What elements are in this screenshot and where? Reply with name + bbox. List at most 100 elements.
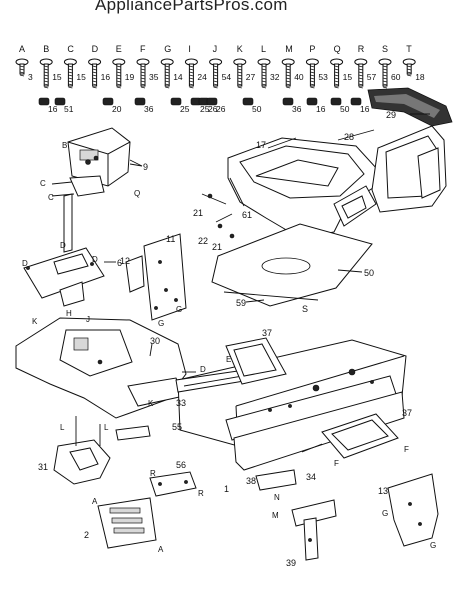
pin-R2: R: [198, 489, 204, 498]
callout-21a: 21: [193, 208, 203, 218]
thread-line: [140, 65, 146, 68]
hardware-letter-E: E: [116, 44, 122, 54]
callouts: 9 6 11 12 17 21 21 22 61 28 29 50 59 S 3…: [38, 110, 412, 568]
nut-icon: [330, 97, 342, 106]
nut-number: 26: [208, 104, 218, 114]
hardware-number-M: 40: [294, 72, 304, 82]
hardware-letter-J: J: [213, 44, 218, 54]
pin-J: J: [86, 315, 90, 324]
thread-line: [92, 68, 97, 71]
thread-line: [261, 71, 267, 74]
grille: [371, 125, 447, 213]
pin-N: N: [274, 493, 280, 502]
nut-icon: [282, 97, 294, 106]
thread-line: [140, 68, 146, 71]
thread-line: [189, 80, 194, 83]
thread-line: [165, 65, 170, 68]
thread-line: [140, 71, 146, 74]
thread-line: [237, 77, 242, 80]
hardware-number-R: 57: [367, 72, 377, 82]
hardware-letter-P: P: [309, 44, 315, 54]
nut-number: 50: [340, 104, 350, 114]
hardware-number-E: 19: [125, 72, 135, 82]
thread-line: [358, 86, 363, 89]
pin-E: E: [226, 355, 231, 364]
pin-F2: F: [404, 445, 409, 454]
callout-34: 34: [306, 472, 316, 482]
thread-line: [382, 86, 388, 89]
thread-line: [407, 68, 412, 71]
thread-line: [261, 77, 267, 80]
nut-number: 16: [360, 104, 370, 114]
thread-line: [261, 83, 267, 86]
callout-13: 13: [378, 486, 388, 496]
pin-K2: K: [148, 399, 154, 408]
callout-12: 12: [120, 256, 130, 266]
nut-number: 26: [216, 104, 226, 114]
thread-line: [44, 80, 49, 83]
thread-line: [261, 80, 267, 83]
thread-line: [19, 68, 25, 71]
thread-line: [213, 68, 218, 71]
bracket-55: [115, 425, 151, 441]
thread-line: [382, 71, 388, 74]
thread-line: [213, 83, 218, 86]
main-frame: [177, 339, 407, 471]
thread-line: [165, 83, 170, 86]
pin-K1: K: [32, 317, 38, 326]
thread-line: [140, 83, 146, 86]
thread-line: [116, 77, 121, 80]
thread-line: [261, 86, 267, 89]
thread-line: [44, 68, 49, 71]
leader-lines: [104, 113, 430, 453]
thread-line: [116, 65, 121, 68]
hardware-number-S: 60: [391, 72, 401, 82]
thread-line: [92, 74, 97, 77]
thread-line: [407, 74, 412, 77]
callout-37b: 37: [402, 408, 412, 418]
callout-1: 1: [224, 484, 229, 494]
thread-line: [213, 77, 218, 80]
bracket-13: [387, 473, 439, 547]
thread-line: [165, 74, 170, 77]
thread-line: [334, 77, 339, 80]
thread-line: [358, 80, 363, 83]
callout-37a: 37: [262, 328, 272, 338]
thread-line: [116, 68, 121, 71]
thread-line: [213, 65, 218, 68]
pin-A2: A: [158, 545, 164, 554]
watermark-text: AppliancePartsPros.com: [95, 0, 288, 14]
nut-icon: [206, 97, 218, 106]
thread-line: [286, 80, 291, 83]
nut-icon: [102, 97, 114, 106]
control-bracket: [125, 233, 187, 321]
thread-line: [68, 71, 73, 74]
fender-deck: [15, 317, 196, 419]
thread-line: [358, 77, 363, 80]
pin-G4: G: [430, 541, 436, 550]
callout-6: 6: [117, 258, 122, 268]
thread-line: [334, 68, 339, 71]
hardware-number-D: 16: [101, 72, 111, 82]
hardware-letter-T: T: [406, 44, 412, 54]
thread-line: [382, 77, 388, 80]
thread-line: [310, 74, 315, 77]
thread-line: [165, 86, 170, 89]
nut-icon: [242, 97, 254, 106]
thread-line: [68, 65, 73, 68]
pin-R1: R: [150, 469, 156, 478]
callout-33: 33: [176, 398, 186, 408]
pin-M: M: [272, 511, 279, 520]
thread-line: [310, 71, 315, 74]
pin-D2: D: [22, 259, 28, 268]
thread-line: [213, 74, 218, 77]
nut-icon: [54, 97, 66, 106]
thread-line: [19, 65, 25, 68]
thread-line: [189, 68, 194, 71]
thread-line: [237, 86, 242, 89]
thread-line: [68, 77, 73, 80]
callout-11: 11: [166, 234, 175, 244]
callout-61: 61: [242, 210, 252, 220]
thread-line: [358, 68, 363, 71]
thread-line: [44, 83, 49, 86]
